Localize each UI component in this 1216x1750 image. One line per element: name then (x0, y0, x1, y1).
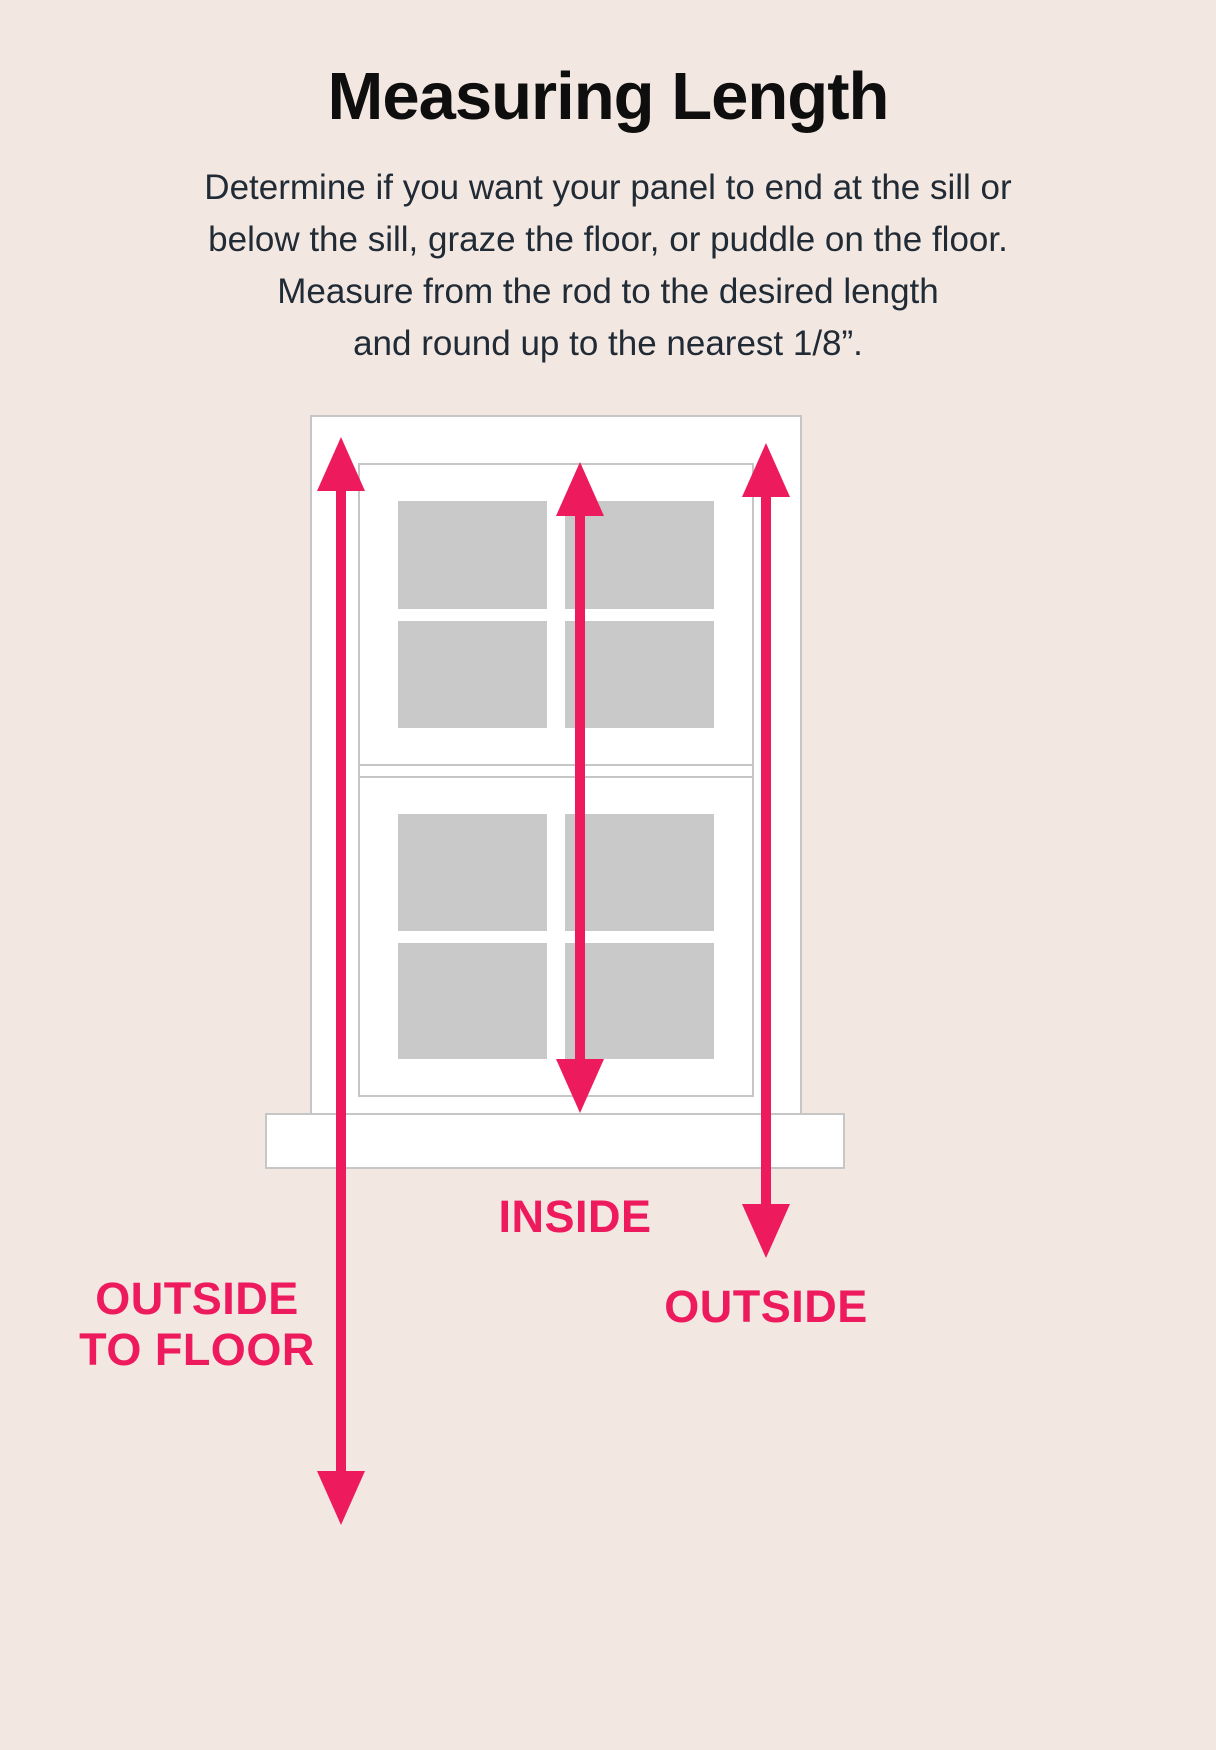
arrow-down-icon (317, 1471, 365, 1525)
window-pane (398, 942, 547, 1059)
outside-measure-arrow (742, 443, 790, 1258)
window-frame (310, 415, 802, 1115)
arrow-down-icon (556, 1059, 604, 1113)
description-text: Determine if you want your panel to end … (100, 162, 1116, 371)
lower-sash (360, 776, 752, 1095)
outside-label: OUTSIDE (664, 1281, 868, 1332)
window-pane (398, 501, 547, 609)
window-inner-frame (358, 463, 754, 1097)
description-line-4: and round up to the nearest 1/8”. (353, 324, 863, 364)
page-title: Measuring Length (327, 59, 890, 134)
outside-to-floor-label-line-1: OUTSIDE (95, 1273, 299, 1324)
arrow-shaft (761, 485, 771, 1216)
window-pane (565, 501, 714, 609)
outside-to-floor-label-line-2: TO FLOOR (79, 1323, 315, 1375)
window-pane (565, 620, 714, 729)
meeting-rail (360, 766, 752, 777)
description-line-1: Determine if you want your panel to end … (204, 168, 1012, 207)
description-line-3: Measure from the rod to the desired leng… (277, 272, 939, 312)
window-sill (265, 1113, 845, 1169)
arrow-shaft (575, 504, 585, 1071)
upper-sash (360, 465, 752, 767)
inside-measure-arrow (556, 462, 604, 1113)
outside-to-floor-arrow (317, 437, 365, 1525)
window-pane (565, 942, 714, 1059)
window-pane (565, 814, 714, 931)
window-pane (398, 814, 547, 931)
window-pane (398, 620, 547, 729)
outside-to-floor-label: OUTSIDE TO FLOOR (52, 1273, 342, 1376)
inside-label: INSIDE (498, 1191, 652, 1242)
arrow-shaft (336, 479, 346, 1483)
description-line-2: below the sill, graze the floor, or pudd… (208, 220, 1008, 260)
arrow-down-icon (742, 1204, 790, 1258)
